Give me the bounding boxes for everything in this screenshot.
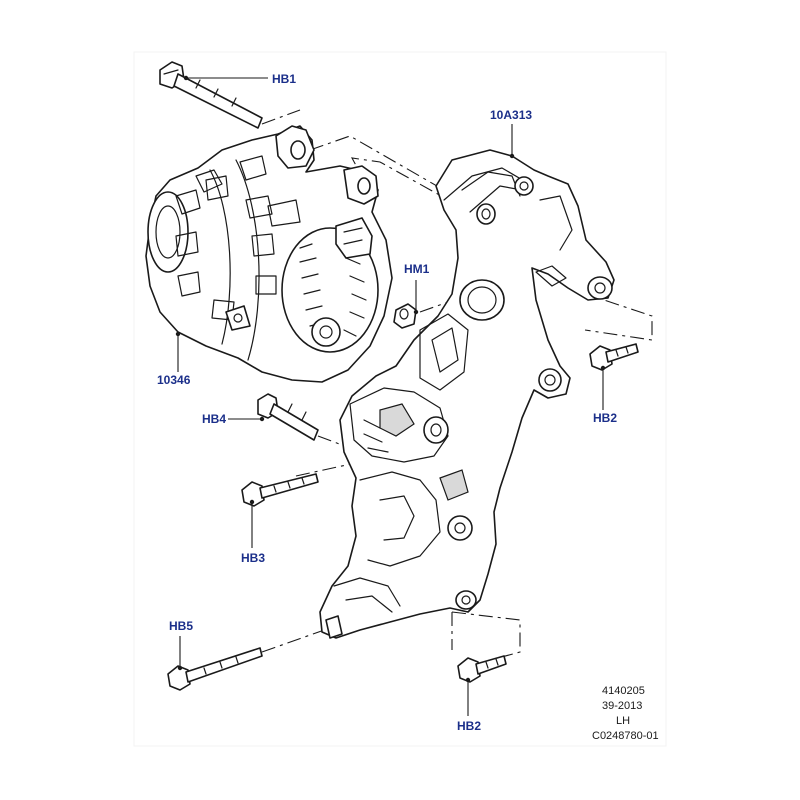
- bracket-10a313[interactable]: [319, 124, 615, 639]
- callout-10a313: 10A313: [490, 108, 532, 122]
- hb1-leader-dot: [183, 75, 189, 81]
- bolt-hb3[interactable]: [241, 473, 319, 548]
- callout-hm1: HM1: [404, 262, 430, 276]
- bolt-hb1[interactable]: [159, 61, 263, 129]
- reference-line-2: 39-2013: [602, 700, 642, 712]
- reference-line-3: LH: [616, 715, 630, 727]
- reference-block: 4140205 39-2013 LH C0248780-01: [592, 685, 659, 742]
- callout-hb5: HB5: [169, 619, 193, 633]
- bolt-hb2-upper[interactable]: [589, 343, 639, 410]
- reference-line-4: C0248780-01: [592, 730, 659, 742]
- alternator-10346[interactable]: [145, 125, 393, 383]
- callout-hb4: HB4: [202, 412, 226, 426]
- callout-hb2-upper: HB2: [593, 411, 617, 425]
- callout-hb1: HB1: [272, 72, 296, 86]
- bolt-hb4[interactable]: [228, 393, 319, 441]
- stud-hm1[interactable]: [393, 280, 419, 329]
- callout-hb2-lower: HB2: [457, 719, 481, 733]
- callout-10346: 10346: [157, 373, 191, 387]
- bolt-hb5[interactable]: [167, 636, 263, 691]
- reference-line-1: 4140205: [602, 685, 645, 697]
- bolt-hb2-lower[interactable]: [457, 655, 507, 716]
- callout-hb3: HB3: [241, 551, 265, 565]
